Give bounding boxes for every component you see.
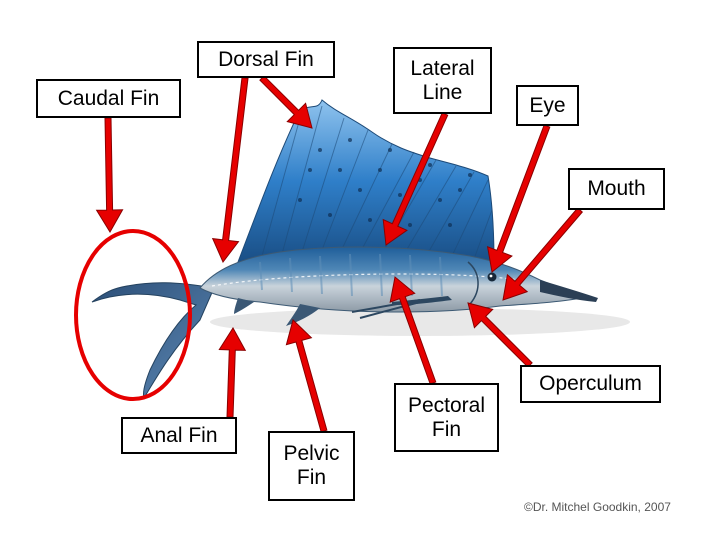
eye-label: Eye — [516, 85, 579, 126]
arrow-mouth — [502, 207, 584, 301]
arrow-anal-fin — [218, 327, 247, 418]
pelvic-fin-rays — [351, 299, 421, 319]
operculum-label: Operculum — [520, 365, 661, 403]
eye-highlight — [489, 274, 493, 278]
operculum-shape — [467, 261, 479, 305]
lateral-line-shape — [211, 273, 521, 287]
pectoral-fin-label: Pectoral Fin — [394, 383, 499, 452]
bill-shape — [540, 280, 598, 302]
arrow-operculum — [467, 302, 533, 368]
caudal-fin-shape — [91, 282, 215, 400]
arrow-lateral-line — [382, 112, 449, 246]
sail-rays — [261, 105, 493, 260]
anal-fin-shape — [286, 304, 320, 326]
fish-shadow — [210, 308, 630, 336]
copyright-text: ©Dr. Mitchel Goodkin, 2007 — [524, 500, 671, 514]
arrow-dorsal-sail — [259, 75, 313, 129]
mouth-label: Mouth — [568, 168, 665, 210]
eye-shape — [487, 272, 497, 282]
second-anal-fin-shape — [234, 298, 254, 314]
anal-fin-label: Anal Fin — [121, 417, 237, 454]
sail-spots — [298, 138, 472, 227]
dorsal-fin-label: Dorsal Fin — [197, 41, 335, 78]
caudal-fin-label: Caudal Fin — [36, 79, 181, 118]
caudal-fin-highlight-circle — [74, 229, 192, 401]
arrow-caudal-fin — [95, 117, 124, 233]
arrow-pelvic-fin — [285, 319, 328, 433]
body-stripes — [259, 253, 443, 297]
pointer-arrows — [95, 75, 584, 433]
pelvic-fin-label: Pelvic Fin — [268, 431, 355, 501]
dorsal-sail-shape — [237, 99, 495, 263]
arrow-eye — [486, 124, 551, 273]
arrow-pectoral-fin — [389, 276, 437, 385]
lateral-line-label: Lateral Line — [393, 47, 492, 114]
arrow-dorsal-fin — [211, 77, 249, 263]
